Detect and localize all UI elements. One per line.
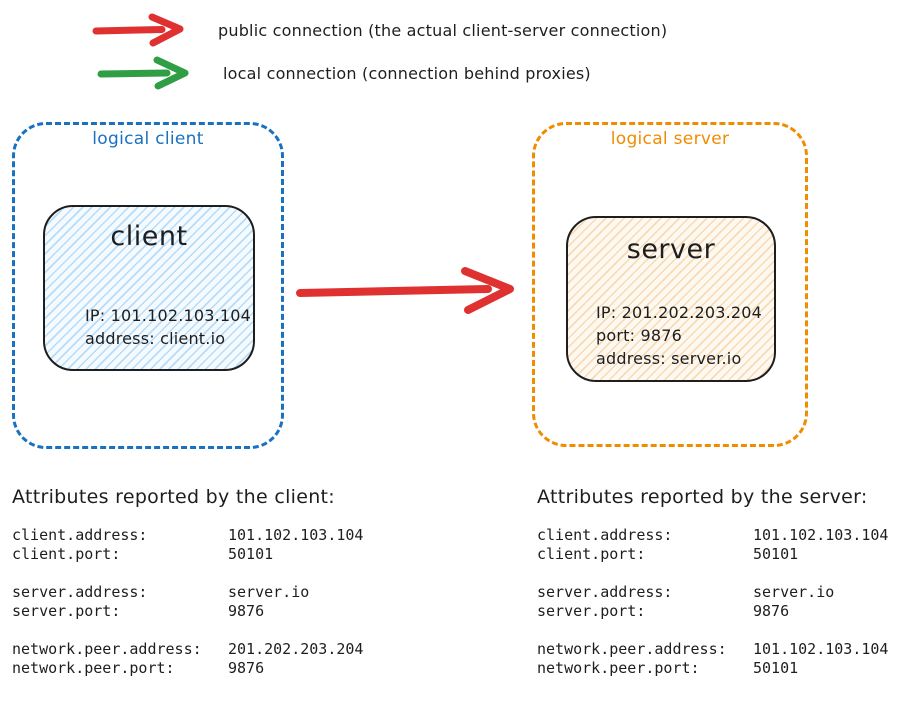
attr-value: 101.102.103.104 (753, 640, 889, 658)
client-node: client IP: 101.102.103.104 address: clie… (43, 205, 255, 371)
attr-value: 50101 (228, 545, 274, 563)
attr-value: 9876 (228, 602, 265, 620)
attr-key: network.peer.port: (537, 659, 700, 677)
server-ip: IP: 201.202.203.204 (596, 303, 763, 322)
client-attributes-section: Attributes reported by the client: clien… (12, 486, 432, 678)
spacer (537, 564, 900, 583)
server-node: server IP: 201.202.203.204 port: 9876 ad… (566, 216, 776, 382)
attr-row: client.port: 50101 (12, 545, 432, 564)
attr-row: client.address: 101.102.103.104 (12, 526, 432, 545)
server-address: address: server.io (596, 349, 742, 368)
attr-key: server.address: (12, 583, 148, 601)
attr-value: 50101 (753, 545, 799, 563)
server-node-details: IP: 201.202.203.204 port: 9876 address: … (596, 301, 762, 370)
server-port: port: 9876 (596, 326, 682, 345)
attr-row: server.port: 9876 (12, 602, 432, 621)
attr-row: network.peer.port: 50101 (537, 659, 900, 678)
attr-key: server.port: (12, 602, 121, 620)
client-node-title: client (110, 221, 188, 252)
attr-value: server.io (753, 583, 835, 601)
attr-value: 101.102.103.104 (753, 526, 889, 544)
client-ip: IP: 101.102.103.104 (85, 306, 252, 325)
attr-value: 50101 (753, 659, 799, 677)
server-attributes-table: client.address: 101.102.103.104 client.p… (537, 526, 900, 678)
attr-key: network.peer.address: (12, 640, 202, 658)
attr-value: 101.102.103.104 (228, 526, 364, 544)
attr-row: network.peer.port: 9876 (12, 659, 432, 678)
attr-key: network.peer.address: (537, 640, 727, 658)
client-attributes-heading: Attributes reported by the client: (12, 486, 336, 508)
attr-key: client.address: (537, 526, 673, 544)
attr-row: client.port: 50101 (537, 545, 900, 564)
spacer (537, 621, 900, 640)
logical-server-group: logical server server IP: 201.202.203.20… (532, 122, 808, 447)
attr-row: client.address: 101.102.103.104 (537, 526, 900, 545)
server-attributes-heading: Attributes reported by the server: (537, 486, 868, 508)
attr-key: client.port: (537, 545, 646, 563)
public-connection-arrow-icon (92, 13, 192, 47)
attr-row: server.port: 9876 (537, 602, 900, 621)
attr-value: 201.202.203.204 (228, 640, 364, 658)
attr-key: server.port: (537, 602, 646, 620)
server-node-title: server (626, 234, 716, 265)
attr-key: network.peer.port: (12, 659, 175, 677)
attr-key: client.port: (12, 545, 121, 563)
logical-server-label: logical server (610, 129, 730, 149)
attr-value: server.io (228, 583, 310, 601)
client-to-server-arrow-icon (292, 262, 524, 318)
attr-value: 9876 (228, 659, 265, 677)
client-attributes-table: client.address: 101.102.103.104 client.p… (12, 526, 432, 678)
client-address: address: client.io (85, 329, 226, 348)
attr-row: server.address: server.io (537, 583, 900, 602)
logical-client-label: logical client (92, 129, 204, 149)
attr-row: server.address: server.io (12, 583, 432, 602)
legend-item-public-connection: public connection (the actual client-ser… (92, 13, 667, 47)
attr-key: server.address: (537, 583, 673, 601)
legend-label-local: local connection (connection behind prox… (223, 63, 591, 83)
attr-value: 9876 (753, 602, 790, 620)
attr-row: network.peer.address: 201.202.203.204 (12, 640, 432, 659)
legend-label-public: public connection (the actual client-ser… (218, 20, 668, 40)
attr-row: network.peer.address: 101.102.103.104 (537, 640, 900, 659)
server-attributes-section: Attributes reported by the server: clien… (537, 486, 900, 678)
spacer (12, 564, 432, 583)
attr-key: client.address: (12, 526, 148, 544)
client-node-details: IP: 101.102.103.104 address: client.io (85, 304, 251, 350)
spacer (12, 621, 432, 640)
legend-item-local-connection: local connection (connection behind prox… (97, 56, 591, 90)
logical-client-group: logical client client IP: 101.102.103.10… (12, 122, 284, 449)
local-connection-arrow-icon (97, 56, 197, 90)
